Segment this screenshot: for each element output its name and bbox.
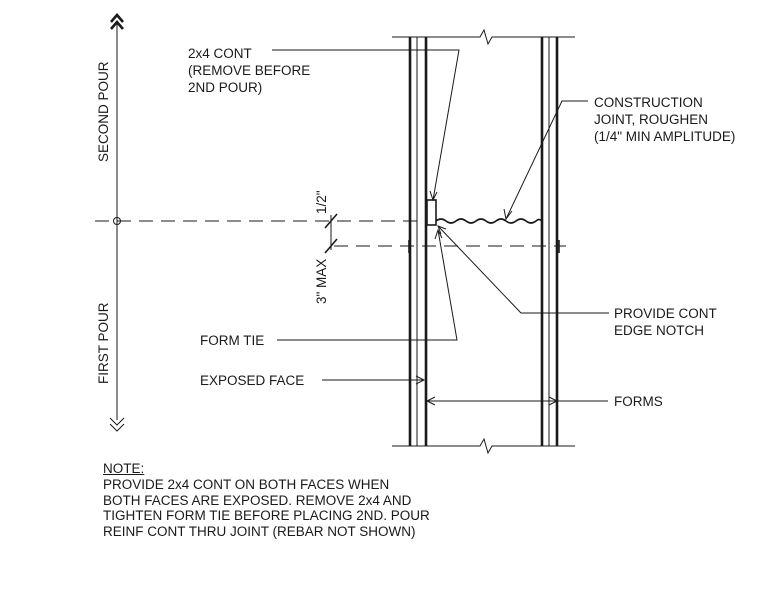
second-pour-label: SECOND POUR bbox=[96, 61, 111, 162]
note-heading: NOTE: bbox=[103, 461, 145, 476]
down-arrow-icon bbox=[109, 417, 125, 426]
exposed-face-label: EXPOSED FACE bbox=[200, 373, 304, 388]
construction-joint-leader bbox=[505, 100, 588, 220]
construction-joint-label: CONSTRUCTION JOINT, ROUGHEN (1/4" MIN AM… bbox=[594, 95, 735, 144]
note-line: REINF CONT THRU JOINT (REBAR NOT SHOWN) bbox=[103, 524, 416, 540]
half-inch-label: 1/2" bbox=[314, 190, 329, 214]
up-arrow-icon bbox=[110, 13, 124, 23]
edge-notch-leader bbox=[437, 225, 609, 314]
roughened-joint-line bbox=[435, 218, 543, 224]
cont-2x4-label: 2x4 CONT (REMOVE BEFORE 2ND POUR) bbox=[188, 46, 314, 95]
edge-notch-label: PROVIDE CONT EDGE NOTCH bbox=[614, 306, 720, 338]
bottom-break-line bbox=[392, 437, 575, 455]
top-break-line bbox=[392, 28, 575, 46]
first-pour-label: FIRST POUR bbox=[96, 302, 111, 384]
pour-axis: SECOND POUR FIRST POUR bbox=[96, 13, 125, 432]
cont-2x4-block bbox=[426, 199, 437, 226]
form-tie-label: FORM TIE bbox=[200, 333, 264, 348]
cont-2x4-leader bbox=[272, 49, 460, 201]
general-note: NOTE: PROVIDE 2x4 CONT ON BOTH FACES WHE… bbox=[103, 461, 430, 540]
dimension-marks: 1/2" 3" MAX bbox=[314, 190, 338, 304]
forms-label: FORMS bbox=[614, 394, 663, 409]
three-inch-max-label: 3" MAX bbox=[314, 259, 329, 304]
note-line: PROVIDE 2x4 CONT ON BOTH FACES WHEN bbox=[103, 476, 390, 492]
note-line: TIGHTEN FORM TIE BEFORE PLACING 2ND. POU… bbox=[103, 508, 430, 524]
form-tie-leader bbox=[277, 229, 458, 341]
left-form bbox=[408, 37, 428, 446]
right-form bbox=[540, 37, 559, 446]
note-line: BOTH FACES ARE EXPOSED. REMOVE 2x4 AND bbox=[103, 492, 412, 508]
